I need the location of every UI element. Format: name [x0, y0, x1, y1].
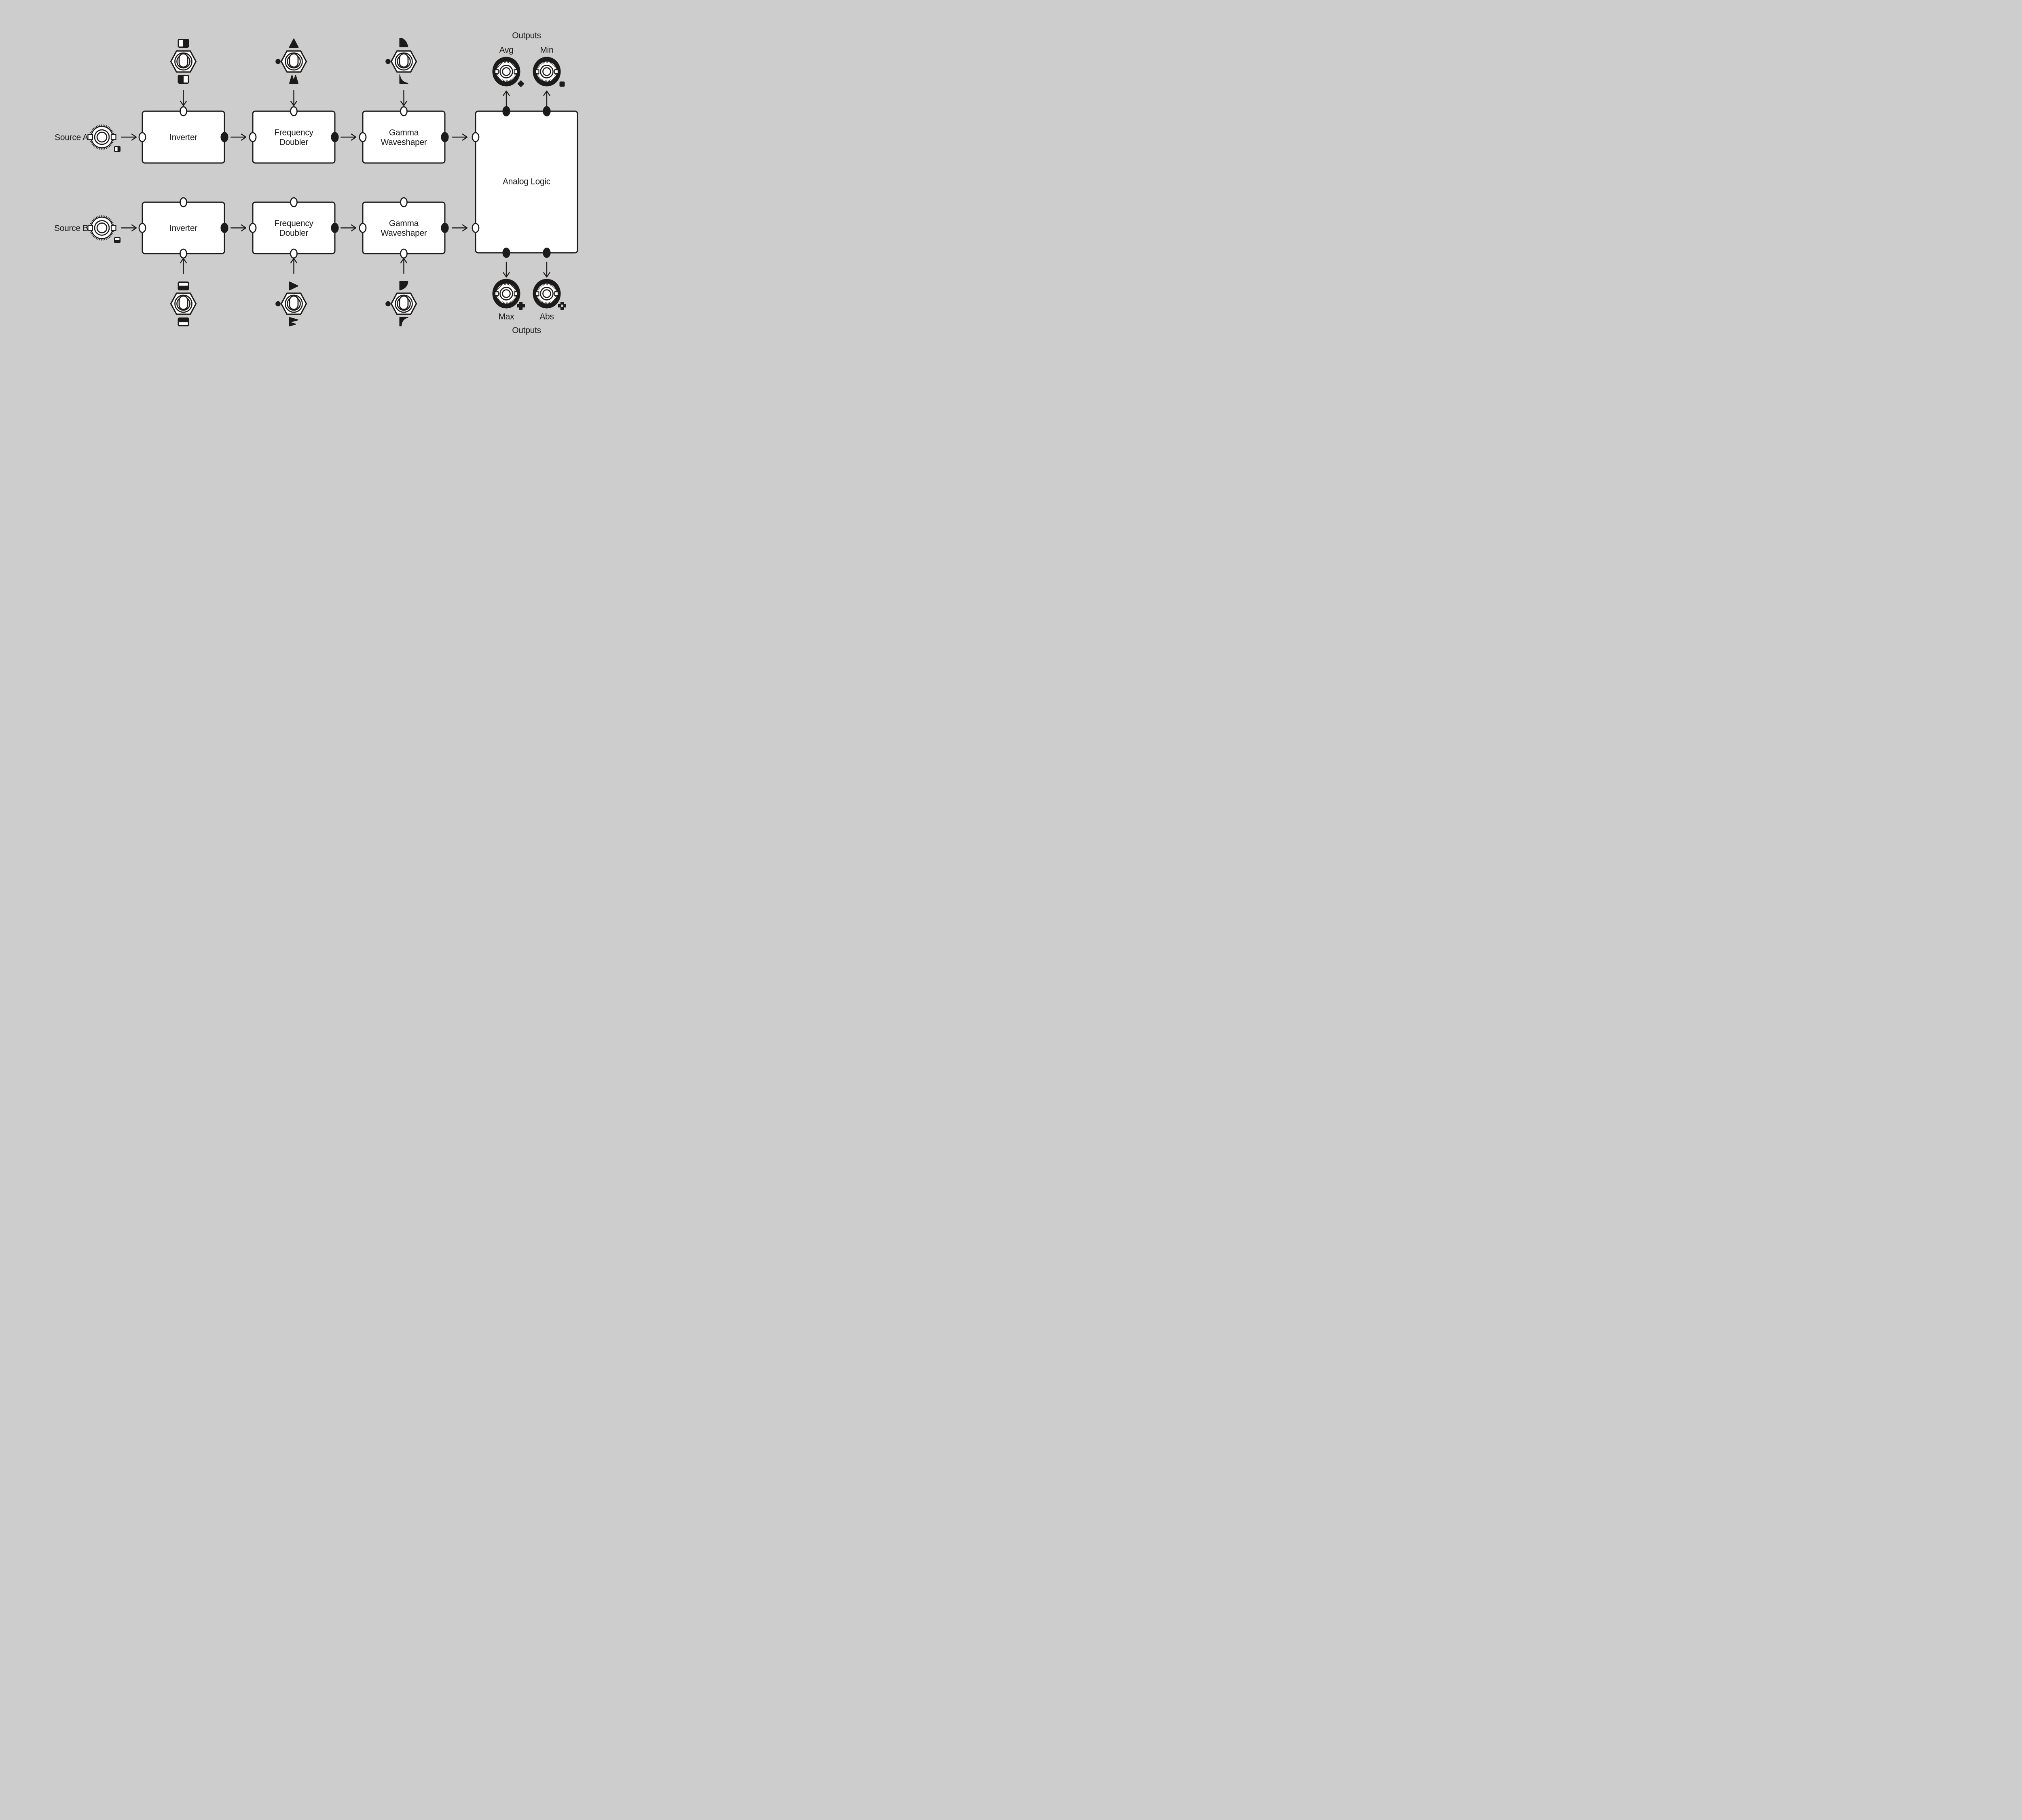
diamond-icon [517, 80, 525, 87]
doubler-row1-toggle[interactable] [280, 50, 307, 73]
abs-output-knob[interactable] [532, 278, 562, 309]
doubler-row2-input-port [249, 223, 257, 233]
single-peak-icon [289, 38, 299, 48]
inverter-block-row1-label: Inverter [169, 133, 197, 142]
gamma-convex-curve-icon [399, 38, 408, 47]
gamma-row1-ctrl-port [400, 106, 408, 116]
frequency-doubler-row1-line1: Frequency [274, 128, 313, 138]
abs-label: Abs [539, 312, 554, 322]
outputs-top-title: Outputs [512, 31, 541, 40]
inverter-block-row2-label: Inverter [169, 224, 197, 233]
source-b-label: Source B [54, 224, 88, 233]
polarity-light-left-icon [178, 39, 189, 48]
doubler-row1-input-port [249, 132, 257, 142]
plus-icon [517, 302, 525, 310]
min-output-knob[interactable] [532, 56, 562, 87]
source-a-label: Source A [55, 133, 88, 142]
analog-logic-block [475, 110, 578, 254]
min-label: Min [540, 46, 554, 55]
doubler-row2-led-dot-icon [275, 301, 281, 307]
gamma-bulge-curve-icon [399, 281, 408, 290]
gamma-row1-output-port [441, 132, 449, 142]
hollow-plus-icon [558, 302, 566, 310]
logic-input-a-port [472, 132, 480, 142]
frequency-doubler-row1-line2: Doubler [279, 138, 309, 147]
gamma-waveshaper-row1-line2: Waveshaper [381, 138, 427, 147]
inverter-row1-ctrl-port [180, 106, 187, 116]
inverter-row2-top-port [180, 197, 187, 207]
split-horizontal-light-top-icon [114, 237, 121, 243]
inverter-row1-output-port [220, 132, 228, 142]
diagram-canvas: Source A Source B Inverter Frequency Dou… [0, 0, 647, 364]
inverter-row1-toggle[interactable] [170, 50, 197, 73]
doubler-row1-output-port [331, 132, 339, 142]
logic-input-b-port [472, 223, 480, 233]
doubler-row1-ctrl-port [290, 106, 298, 116]
double-peak-icon [289, 75, 298, 84]
doubler-row2-ctrl-port [290, 248, 298, 259]
gamma-row2-output-port [441, 222, 449, 233]
inverter-row2-output-port [220, 222, 228, 233]
analog-logic-label: Analog Logic [503, 177, 550, 186]
logic-abs-port [543, 248, 551, 258]
gamma-row2-top-port [400, 197, 408, 207]
gamma-row2-led-dot-icon [385, 301, 391, 307]
double-wedge-right-icon [289, 317, 298, 326]
gamma-waveshaper-row2-line1: Gamma [389, 219, 419, 228]
gamma-row2-input-port [359, 223, 367, 233]
polarity-light-bottom-icon [178, 317, 189, 326]
gamma-row1-input-port [359, 132, 367, 142]
gamma-corner-curve-icon [399, 317, 408, 326]
gamma-row2-ctrl-port [400, 248, 408, 259]
inverter-row1-input-port [138, 132, 146, 142]
gamma-decay-curve-icon [399, 74, 408, 84]
logic-min-port [543, 106, 551, 116]
polarity-light-right-icon [178, 75, 189, 84]
gamma-waveshaper-row2-line2: Waveshaper [381, 229, 427, 238]
inverter-row2-input-port [138, 223, 146, 233]
gamma-row1-led-dot-icon [385, 59, 391, 64]
max-label: Max [499, 312, 515, 322]
max-output-knob[interactable] [491, 278, 521, 309]
patch-diagram: Source A Source B Inverter Frequency Dou… [0, 0, 647, 364]
avg-output-knob[interactable] [491, 56, 521, 87]
doubler-row2-toggle[interactable] [280, 292, 307, 315]
gamma-waveshaper-row1-line1: Gamma [389, 128, 419, 138]
polarity-light-top-icon [178, 281, 189, 290]
doubler-row1-led-dot-icon [275, 59, 281, 64]
inverter-row2-ctrl-port [180, 248, 187, 259]
inverter-row2-toggle[interactable] [170, 292, 197, 315]
doubler-row2-output-port [331, 222, 339, 233]
split-vertical-light-left-icon [114, 146, 121, 152]
square-icon [559, 81, 565, 87]
gamma-row2-toggle[interactable] [390, 292, 417, 315]
frequency-doubler-row2-line1: Frequency [274, 219, 313, 228]
frequency-doubler-row2-line2: Doubler [279, 229, 309, 238]
doubler-row2-top-port [290, 197, 298, 207]
avg-label: Avg [499, 46, 514, 55]
outputs-bottom-title: Outputs [512, 326, 541, 335]
logic-max-port [502, 248, 510, 258]
single-wedge-right-icon [289, 281, 298, 290]
logic-avg-port [502, 106, 510, 116]
gamma-row1-toggle[interactable] [390, 50, 417, 73]
